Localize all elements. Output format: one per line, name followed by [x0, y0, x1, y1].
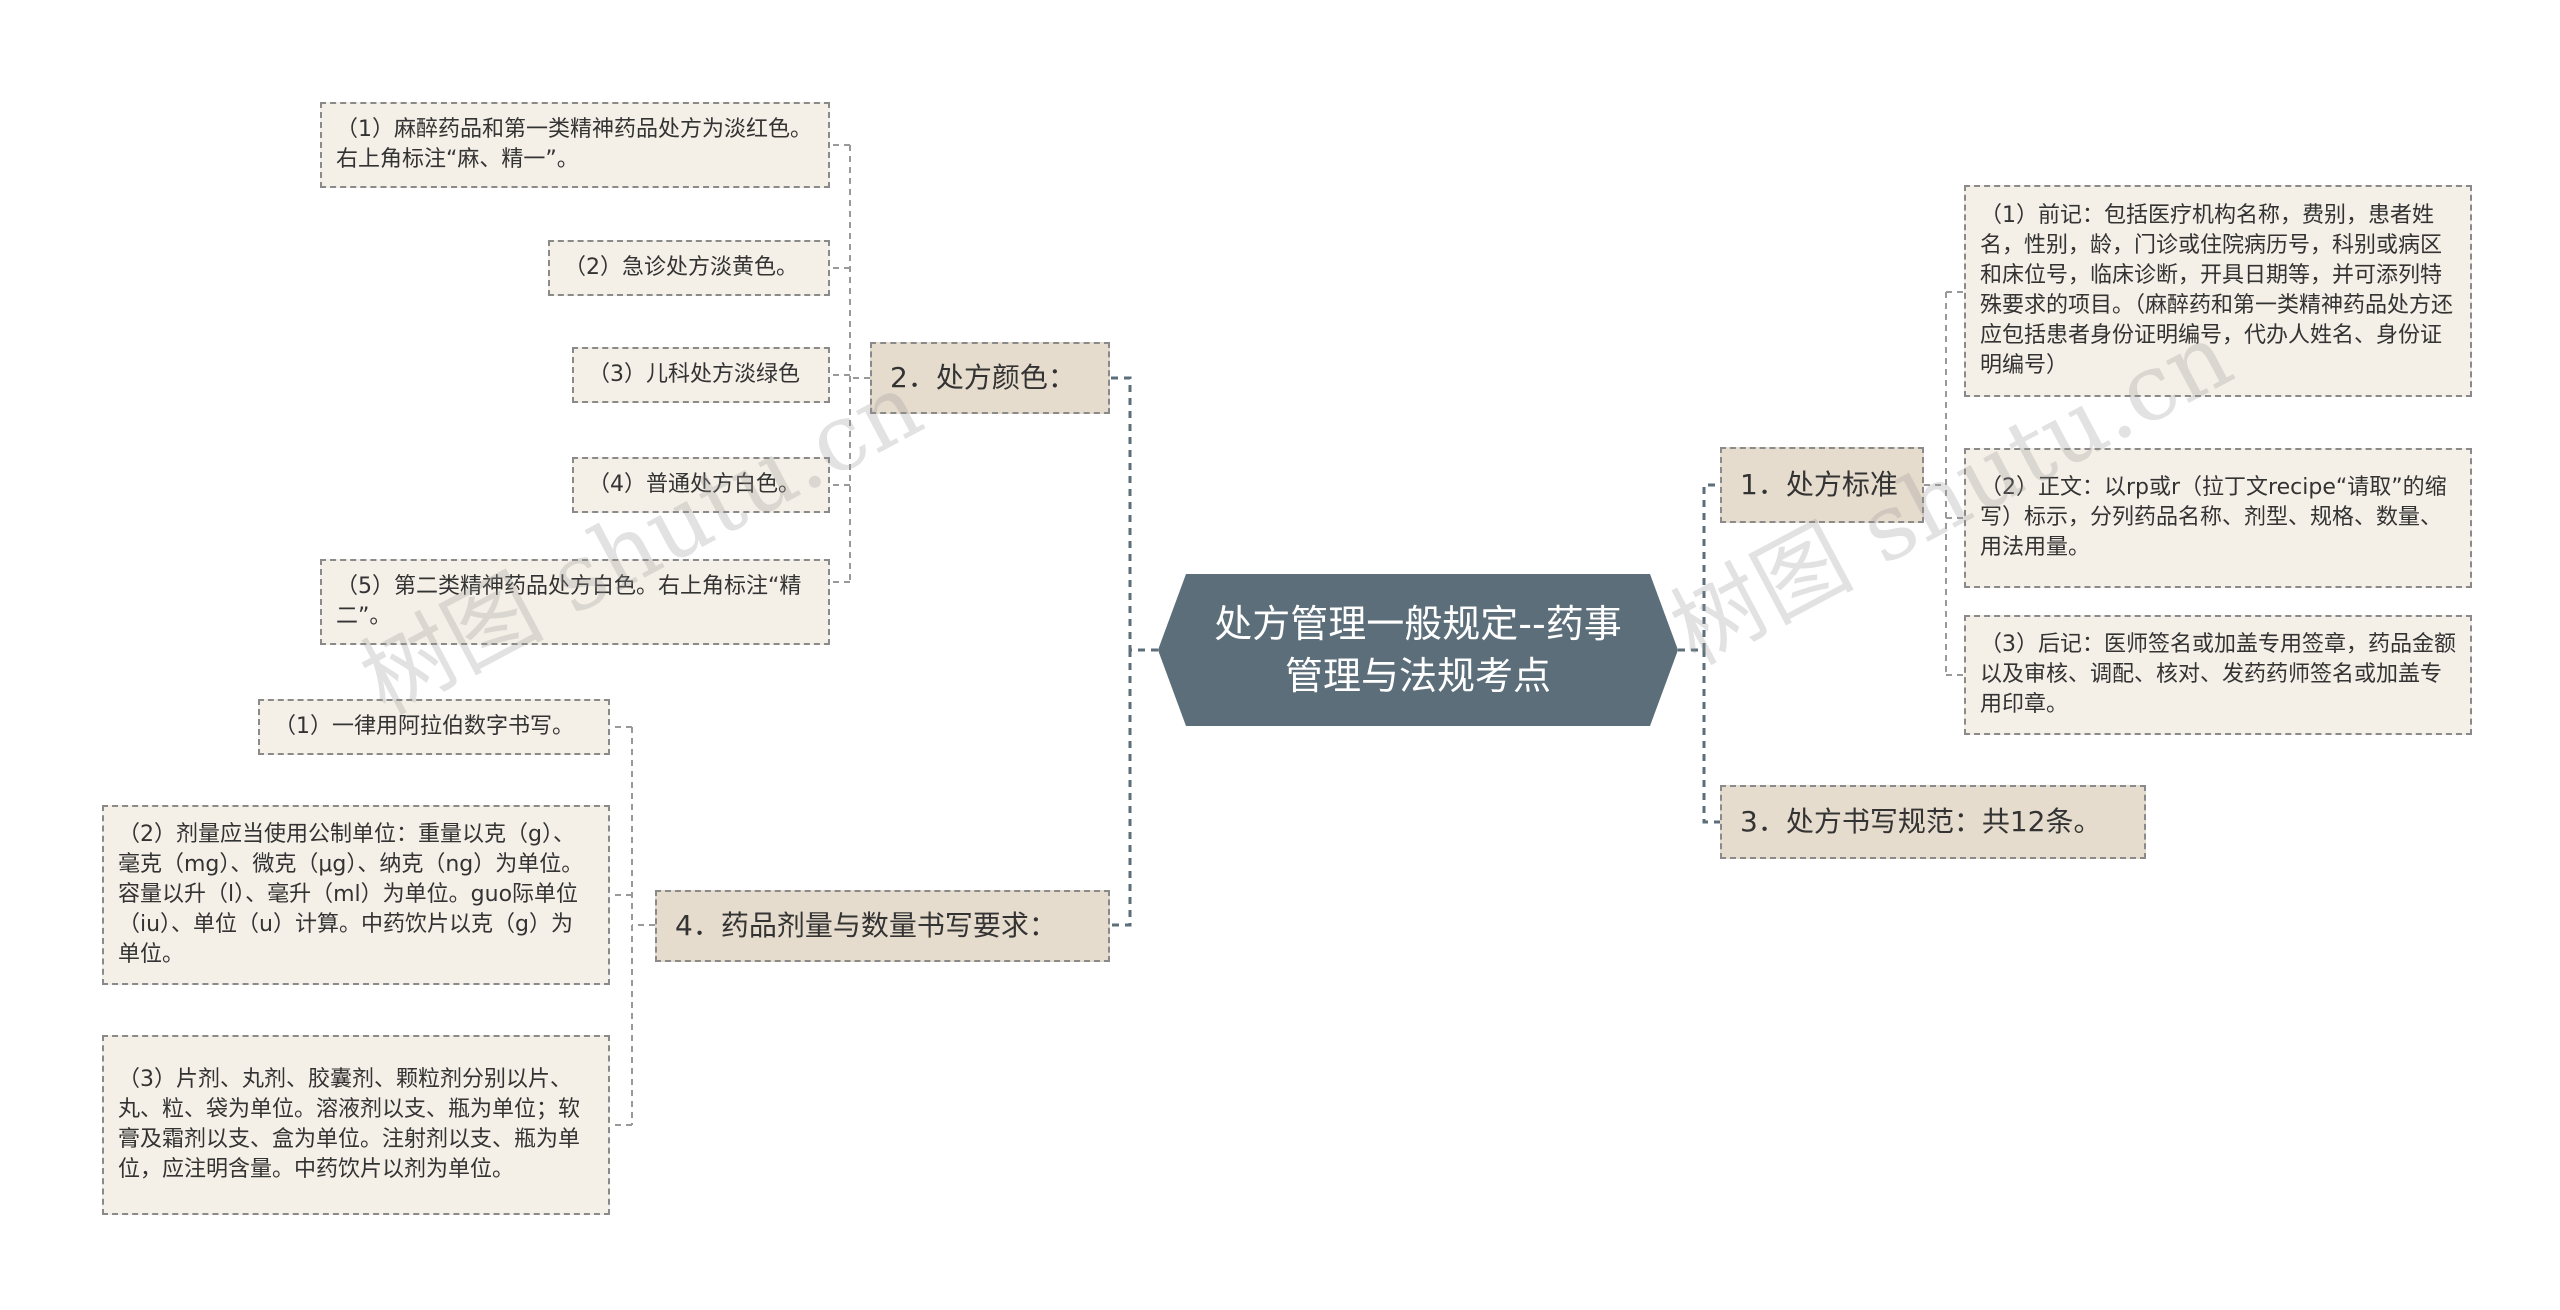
leaf-metric-units[interactable]: （2）剂量应当使用公制单位：重量以克（g）、毫克（mg）、微克（μg）、纳克（n…	[102, 805, 610, 985]
link-root-b2	[1110, 376, 1158, 652]
leaf-color-narcotic[interactable]: （1）麻醉药品和第一类精神药品处方为淡红色。右上角标注“麻、精一”。	[320, 102, 830, 188]
branch-writing-rules[interactable]: 3．处方书写规范：共12条。	[1720, 785, 2146, 859]
leaf-text: （3）片剂、丸剂、胶囊剂、颗粒剂分别以片、丸、粒、袋为单位。溶液剂以支、瓶为单位…	[118, 1067, 581, 1182]
link-b4-leaves	[610, 726, 655, 1126]
leaf-text: （3）儿科处方淡绿色	[588, 362, 800, 387]
leaf-text: （1）前记：包括医疗机构名称，费别，患者姓名，性别，龄，门诊或住院病历号，科别或…	[1980, 203, 2454, 378]
leaf-text: （4）普通处方白色。	[588, 472, 800, 497]
leaf-text: （2）剂量应当使用公制单位：重量以克（g）、毫克（mg）、微克（μg）、纳克（n…	[118, 822, 584, 967]
link-b1-leaves	[1924, 291, 1964, 676]
leaf-dosage-form-units[interactable]: （3）片剂、丸剂、胶囊剂、颗粒剂分别以片、丸、粒、袋为单位。溶液剂以支、瓶为单位…	[102, 1035, 610, 1215]
root-node[interactable]: 处方管理一般规定--药事管理与法规考点	[1158, 574, 1678, 726]
leaf-back-note[interactable]: （3）后记：医师签名或加盖专用签章，药品金额以及审核、调配、核对、发药药师签名或…	[1964, 615, 2472, 735]
branch-label: 2．处方颜色：	[890, 361, 1076, 394]
branch-prescription-standard[interactable]: 1．处方标准	[1720, 447, 1924, 523]
leaf-color-psychotropic-2[interactable]: （5）第二类精神药品处方白色。右上角标注“精二”。	[320, 559, 830, 645]
link-root-b4	[1110, 650, 1132, 927]
leaf-text: （1）一律用阿拉伯数字书写。	[274, 714, 574, 739]
branch-prescription-color[interactable]: 2．处方颜色：	[870, 342, 1110, 414]
leaf-arabic-numerals[interactable]: （1）一律用阿拉伯数字书写。	[258, 699, 610, 755]
branch-dosage-writing[interactable]: 4．药品剂量与数量书写要求：	[655, 890, 1110, 962]
branch-label: 4．药品剂量与数量书写要求：	[675, 909, 1057, 942]
leaf-text: （2）正文：以rp或r（拉丁文recipe“请取”的缩写）标示，分列药品名称、剂…	[1980, 475, 2447, 560]
link-root-b3	[1702, 650, 1720, 824]
leaf-main-text[interactable]: （2）正文：以rp或r（拉丁文recipe“请取”的缩写）标示，分列药品名称、剂…	[1964, 448, 2472, 588]
leaf-text: （5）第二类精神药品处方白色。右上角标注“精二”。	[336, 574, 802, 629]
leaf-color-emergency[interactable]: （2）急诊处方淡黄色。	[548, 240, 830, 296]
link-b2-leaves	[830, 144, 870, 583]
link-root-b1	[1678, 483, 1720, 652]
branch-label: 3．处方书写规范：共12条。	[1740, 805, 2102, 838]
branch-label: 1．处方标准	[1740, 468, 1898, 501]
leaf-color-pediatric[interactable]: （3）儿科处方淡绿色	[572, 347, 830, 403]
leaf-text: （1）麻醉药品和第一类精神药品处方为淡红色。右上角标注“麻、精一”。	[336, 117, 812, 172]
leaf-front-note[interactable]: （1）前记：包括医疗机构名称，费别，患者姓名，性别，龄，门诊或住院病历号，科别或…	[1964, 185, 2472, 397]
leaf-text: （2）急诊处方淡黄色。	[564, 255, 798, 280]
leaf-color-general[interactable]: （4）普通处方白色。	[572, 457, 830, 513]
root-title: 处方管理一般规定--药事管理与法规考点	[1214, 602, 1622, 698]
leaf-text: （3）后记：医师签名或加盖专用签章，药品金额以及审核、调配、核对、发药药师签名或…	[1980, 632, 2456, 717]
root-node-shape	[1158, 574, 1678, 726]
